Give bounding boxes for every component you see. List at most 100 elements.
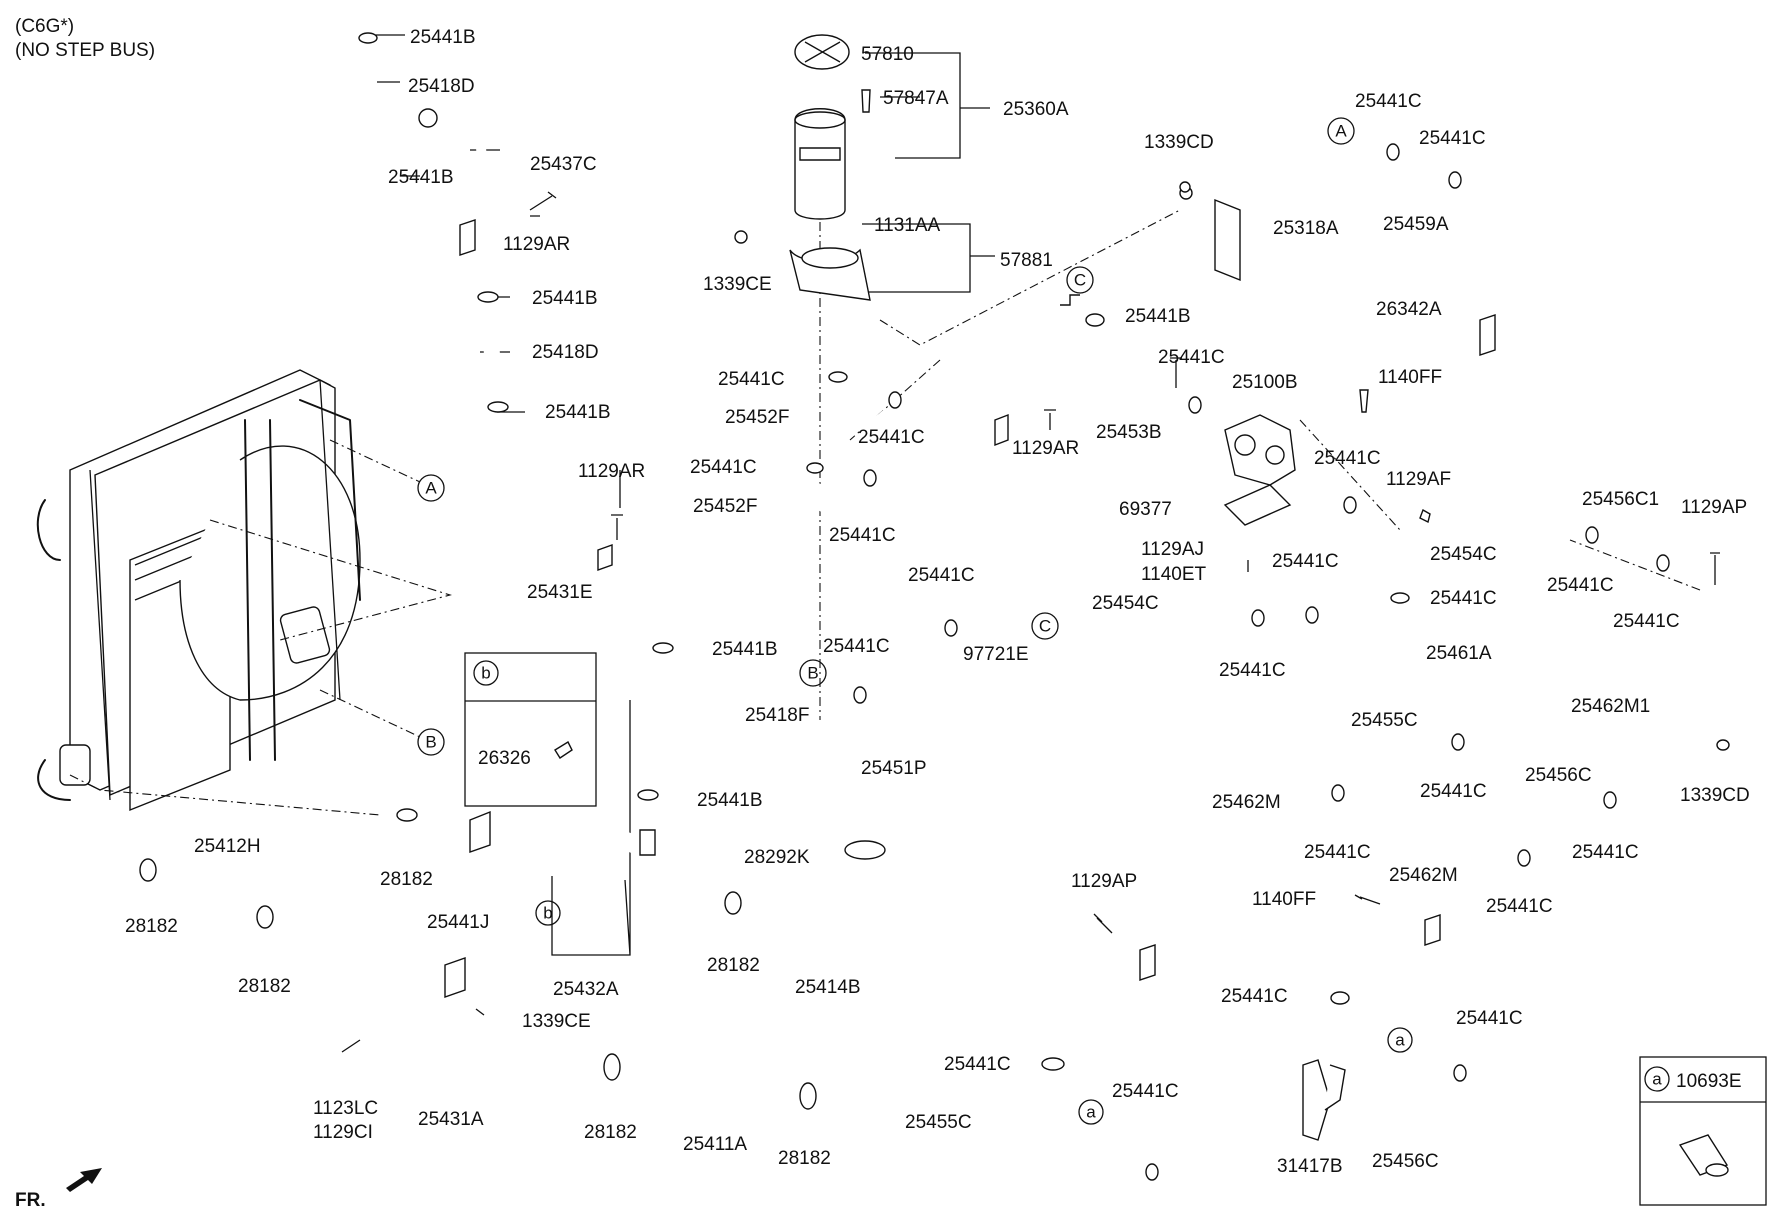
part-label: 25360A xyxy=(1003,99,1069,120)
marker-A-text: A xyxy=(425,479,437,498)
part-label: 25441C xyxy=(1304,842,1371,863)
part-label: 25441C xyxy=(1314,448,1381,469)
part-label: 26326 xyxy=(478,748,531,769)
part-label: 25441C xyxy=(1430,588,1497,609)
part-label: 25441C xyxy=(1486,896,1553,917)
part-label: 31417B xyxy=(1277,1156,1343,1177)
part-label: 25414B xyxy=(795,977,861,998)
part-label: 28182 xyxy=(125,916,178,937)
part-label: 57810 xyxy=(861,44,914,65)
part-label: 1129AR xyxy=(503,234,570,255)
part-label: 25411A xyxy=(683,1134,747,1155)
part-label: 57881 xyxy=(1000,250,1053,271)
part-label: 1131AA xyxy=(874,215,941,236)
part-label: 1123LC xyxy=(313,1098,378,1119)
part-label: 25441C xyxy=(1272,551,1339,572)
reservoir-assembly xyxy=(734,34,1241,306)
part-label: 1339CE xyxy=(522,1011,591,1032)
brackets xyxy=(444,219,1496,1141)
part-label: 25437C xyxy=(530,154,597,175)
inset-b-text: b xyxy=(481,664,490,683)
part-label: 25456C1 xyxy=(1582,489,1659,510)
part-label: 28182 xyxy=(584,1122,637,1143)
part-label: 1339CE xyxy=(703,274,772,295)
part-label: 25431E xyxy=(527,582,593,603)
part-label: 25452F xyxy=(725,407,789,428)
part-label: 28292K xyxy=(744,847,810,868)
part-label: 25441C xyxy=(1613,611,1680,632)
inset-a-circle xyxy=(1644,1066,1670,1092)
part-label: 1140FF xyxy=(1252,889,1316,910)
part-label: 1129CI xyxy=(313,1122,373,1143)
part-labels: 25441B 25418D 25441B 25437C 1129AR 25441… xyxy=(125,27,1750,1177)
part-label: 25441C xyxy=(829,525,896,546)
part-label: 25441C xyxy=(1112,1081,1179,1102)
part-label: 25455C xyxy=(905,1112,972,1133)
part-label: 25318A xyxy=(1273,218,1339,239)
part-label: 25441C xyxy=(1219,660,1286,681)
part-label: 1140ET xyxy=(1141,564,1207,585)
part-label: 25441C xyxy=(1158,347,1225,368)
part-label: 25459A xyxy=(1383,214,1449,235)
part-label: 25441C xyxy=(1547,575,1614,596)
part-label: 25456C xyxy=(1372,1151,1439,1172)
model-code-text: (C6G*) xyxy=(15,16,74,37)
part-label: 25454C xyxy=(1430,544,1497,565)
part-label: 1129AR xyxy=(1012,438,1079,459)
part-label: 25431A xyxy=(418,1109,484,1130)
part-label: 57847A xyxy=(883,88,949,109)
front-indicator: FR. xyxy=(15,1168,102,1211)
part-label: 26342A xyxy=(1376,299,1442,320)
inset-a-text: a xyxy=(1652,1070,1662,1089)
part-label: 25441J xyxy=(427,912,489,933)
part-label: 25441B xyxy=(388,167,454,188)
part-label: 25441C xyxy=(1572,842,1639,863)
part-label: 25456C xyxy=(1525,765,1592,786)
hose-group xyxy=(170,61,1746,1197)
part-label: 28182 xyxy=(778,1148,831,1169)
part-label: 1339CD xyxy=(1144,132,1214,153)
part-label: 28182 xyxy=(707,955,760,976)
part-label: 25441B xyxy=(545,402,611,423)
marker-b-text: b xyxy=(543,904,552,923)
part-label: 25451P xyxy=(861,758,927,779)
marker-C2-circle xyxy=(1066,266,1094,294)
marker-a2-text: a xyxy=(1395,1031,1405,1050)
part-label: 25441B xyxy=(697,790,763,811)
marker-B-text: B xyxy=(425,733,436,752)
part-label: 25441C xyxy=(1355,91,1422,112)
part-label: 25462M xyxy=(1212,792,1281,813)
inset-box-b xyxy=(464,652,597,807)
part-label: 25441B xyxy=(410,27,476,48)
part-label: 25441B xyxy=(1125,306,1191,327)
part-label: 1129AR xyxy=(578,461,645,482)
part-label: 25441C xyxy=(944,1054,1011,1075)
part-label: 28182 xyxy=(238,976,291,997)
pump-assembly xyxy=(1223,389,1431,526)
part-label: 25454C xyxy=(1092,593,1159,614)
part-label: 25441B xyxy=(532,288,598,309)
part-label: 25441C xyxy=(1456,1008,1523,1029)
inset-box-a xyxy=(1639,1056,1767,1206)
marker-B-circle xyxy=(417,728,445,756)
marker-A2-circle xyxy=(1327,117,1355,145)
part-label: 28182 xyxy=(380,869,433,890)
marker-C-circle xyxy=(1031,612,1059,640)
marker-b-circle xyxy=(535,900,561,926)
part-label: 25418F xyxy=(745,705,809,726)
part-label: 25441B xyxy=(712,639,778,660)
circle-markers: A B b b B C C A a a a xyxy=(417,117,1670,1125)
part-label: 25418D xyxy=(408,76,475,97)
part-label: 1129AF xyxy=(1386,469,1451,490)
part-label: 25441C xyxy=(908,565,975,586)
part-label: 97721E xyxy=(963,644,1029,665)
marker-B2-text: B xyxy=(807,664,818,683)
part-label: 25441C xyxy=(1419,128,1486,149)
clamps xyxy=(139,32,1730,1181)
variant-note-text: (NO STEP BUS) xyxy=(15,40,155,61)
marker-A-circle xyxy=(417,474,445,502)
radiator-assembly xyxy=(36,369,361,812)
marker-C2-text: C xyxy=(1074,271,1086,290)
part-label: 25461A xyxy=(1426,643,1492,664)
